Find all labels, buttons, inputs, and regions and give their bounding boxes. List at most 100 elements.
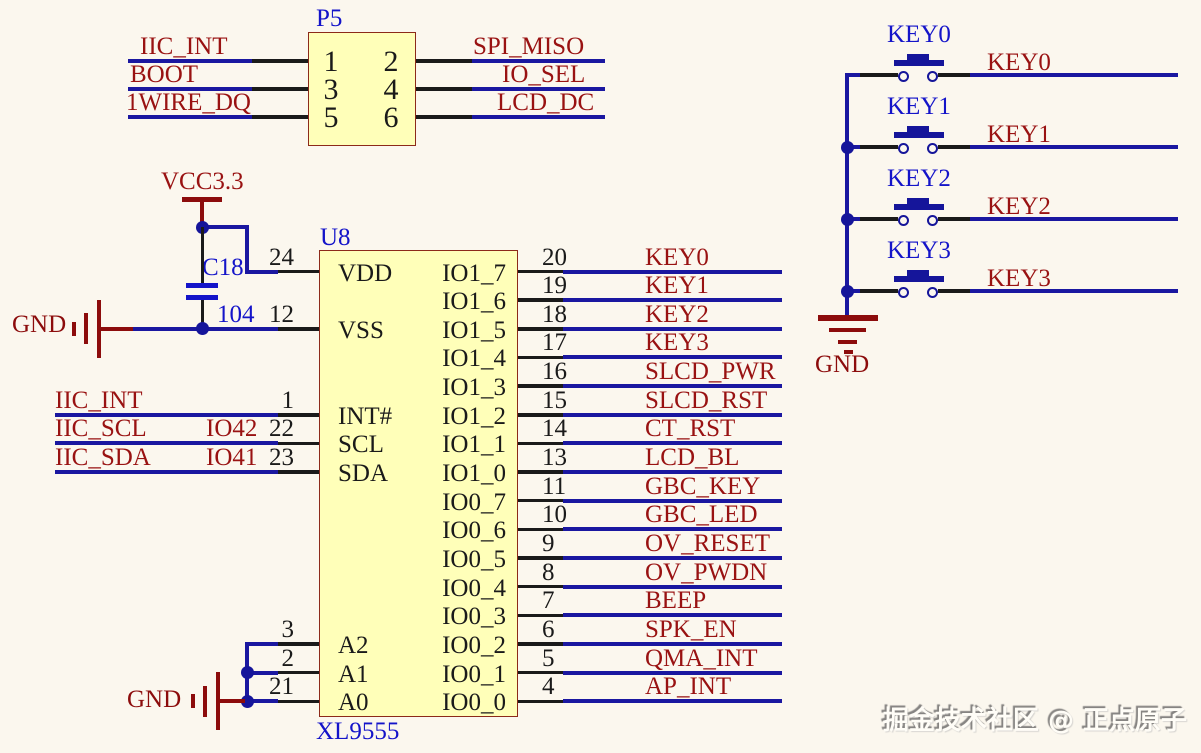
wire-segment: [563, 699, 782, 704]
net-label-QMA_INT: QMA_INT: [645, 644, 758, 672]
wire-segment: [563, 613, 782, 618]
ic-part-number: XL9555: [316, 718, 400, 745]
capacitor-plate: [186, 283, 218, 288]
ic-body: [319, 250, 518, 717]
wire-segment: [847, 217, 862, 221]
pin-stub: [518, 384, 563, 388]
pin-number: 21: [269, 673, 294, 701]
wire-segment: [55, 412, 278, 417]
wire-segment: [472, 59, 605, 63]
gnd-symbol-keys: [818, 315, 878, 321]
pin-name: IO0_5: [442, 546, 506, 573]
pin-number: 4: [542, 673, 555, 701]
button-terminal: [927, 142, 938, 154]
pin-stub: [278, 699, 319, 703]
pin-stub: [416, 115, 472, 119]
pin-stub: [518, 556, 563, 560]
wire-segment: [563, 556, 782, 560]
wire-segment: [563, 269, 782, 274]
pin-name: IO0_4: [442, 574, 506, 602]
pin-stub: [252, 59, 308, 63]
wire-segment: [245, 269, 278, 274]
junction-dot: [240, 694, 254, 708]
button-bar: [894, 132, 944, 138]
wire-segment: [202, 225, 249, 229]
wire-segment: [563, 326, 782, 331]
net-label-IO41: IO41: [206, 444, 258, 472]
button-terminal: [927, 70, 938, 82]
net-label-GBC_KEY: GBC_KEY: [645, 472, 761, 500]
pin-stub: [278, 269, 319, 274]
pin-number: 17: [542, 329, 567, 357]
pin-stub: [518, 470, 563, 474]
connector-designator: P5: [316, 5, 343, 32]
key-designator-KEY0: KEY0: [887, 21, 951, 48]
pin-stub: [518, 269, 563, 274]
gnd-label-power: GND: [12, 311, 67, 338]
wire-segment: [563, 527, 782, 532]
gnd-symbol-addr: [202, 685, 207, 717]
wire-segment: [563, 641, 782, 646]
capacitor-ref: C18: [202, 254, 244, 281]
net-label-GBC_LED: GBC_LED: [645, 501, 758, 529]
wire-segment: [847, 73, 862, 77]
pin-number: 22: [269, 415, 294, 443]
pin-name: IO1_3: [442, 374, 506, 402]
net-label-IIC_SDA: IIC_SDA: [55, 444, 151, 472]
pin-name: IO1_7: [442, 259, 506, 287]
button-bar: [894, 60, 944, 66]
pin-number: 20: [542, 243, 567, 271]
watermark: 掘金技术社区 @ 正点原子: [882, 706, 1187, 736]
net-label-KEY2: KEY2: [645, 300, 709, 328]
pin-name: IO0_6: [442, 517, 506, 545]
net-label-OV_PWDN: OV_PWDN: [645, 558, 768, 586]
capacitor-value: 104: [217, 301, 255, 328]
wire-segment: [245, 225, 249, 272]
pin-number: 7: [542, 587, 555, 615]
pin-stub: [278, 413, 319, 417]
pin-name: IO0_0: [442, 689, 506, 717]
pin-stub: [860, 145, 898, 149]
button-bar: [894, 276, 944, 282]
vcc-power-stem: [200, 199, 204, 228]
pin-name: A1: [338, 660, 369, 688]
pin-stub: [938, 73, 972, 77]
pin-number: 5: [542, 644, 555, 672]
pin-stub: [860, 289, 898, 293]
pin-number: 6: [542, 615, 555, 643]
pin-stub: [938, 289, 972, 293]
pin-stub: [252, 115, 308, 119]
pin-stub: [518, 441, 563, 446]
net-label-SLCD_PWR: SLCD_PWR: [645, 358, 776, 386]
pin-number: 16: [542, 358, 567, 386]
pin-name: IO1_6: [442, 288, 506, 316]
connector-pin-number: 5: [323, 101, 339, 134]
pin-number: 19: [542, 272, 567, 300]
pin-stub: [518, 327, 563, 331]
pin-name: VSS: [338, 316, 384, 344]
wire-segment: [563, 355, 782, 360]
pin-stub: [518, 670, 563, 675]
pin-name: SCL: [338, 431, 384, 459]
key-designator-KEY2: KEY2: [887, 165, 951, 192]
pin-stub: [518, 613, 563, 618]
pin-name: IO0_2: [442, 631, 506, 659]
pin-number: 23: [269, 444, 294, 472]
button-terminal: [927, 286, 938, 298]
pin-name: INT#: [338, 402, 393, 430]
button-actuator: [907, 197, 929, 205]
capacitor-plate: [186, 295, 218, 300]
pin-name: IO1_5: [442, 316, 506, 344]
net-label-IIC_INT: IIC_INT: [140, 33, 228, 60]
pin-number: 9: [542, 530, 555, 557]
net-label-LCD_DC: LCD_DC: [497, 89, 595, 116]
junction-dot: [840, 212, 854, 226]
connector-pin-number: 3: [323, 73, 339, 106]
junction-dot: [840, 140, 854, 154]
pin-stub: [278, 327, 319, 331]
pin-stub: [278, 470, 319, 474]
wire-segment: [970, 73, 1178, 77]
net-label-KEY0: KEY0: [645, 243, 709, 271]
pin-number: 12: [269, 300, 294, 328]
